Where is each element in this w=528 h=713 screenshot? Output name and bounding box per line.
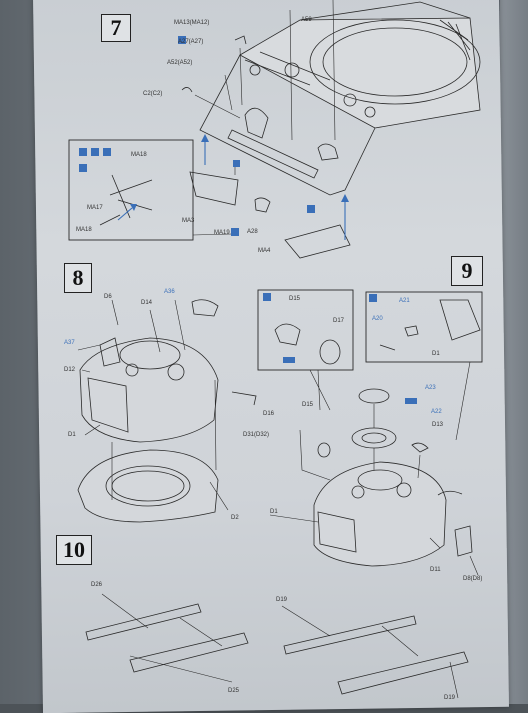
part-label: MA17 [87,205,103,211]
part-label: D14 [141,300,153,306]
cement-icon [263,293,271,301]
part-label: A23 [425,385,436,391]
part-label: A27(A27) [178,39,204,45]
part-label: D31(D32) [243,432,270,438]
step7-detail-box [68,139,194,241]
part-label: MA18 [76,227,92,233]
part-label: D15 [289,296,301,302]
part-label: D15 [302,402,314,408]
part-label: MA3 [182,218,195,224]
blue-arrows [117,134,349,240]
part-label: MA18 [131,152,147,158]
part-label: D2 [231,515,239,521]
paint-icon [283,357,295,363]
step9-detail-box-left [257,289,354,371]
part-label: D19 [276,597,288,603]
part-label: D1 [68,432,76,438]
part-label: D1 [432,351,440,357]
step-number-9: 9 [451,256,483,286]
part-label: MA13(MA12) [174,20,210,26]
part-label: A59 [301,17,312,23]
cement-icon [233,160,240,167]
paint-icon [178,36,186,44]
cement-icon [307,205,315,213]
step-number-8: 8 [64,263,92,293]
paint-icon [103,148,111,156]
part-label: A28 [247,229,258,235]
part-label: A22 [431,409,442,415]
paint-icon [79,148,87,156]
turret-drawing-step8 [79,299,257,443]
paint-icon [79,164,87,172]
part-label: D25 [228,688,240,694]
part-label: D12 [64,367,76,373]
step-number-7: 7 [101,14,131,42]
part-label: A37 [64,340,75,346]
rail-parts-step10 [85,603,469,695]
part-label: D11 [430,567,441,573]
paint-icon [91,148,99,156]
part-label: D26 [91,582,103,588]
step7-detail-parts [99,174,153,226]
step10-leader-lines [101,593,459,699]
step9-leader-lines [269,404,479,576]
part-label: D17 [333,318,345,324]
paint-icon [231,228,239,236]
step8-leader-lines [77,299,229,511]
part-label: A21 [399,298,410,304]
part-label: D1 [270,509,278,515]
part-label: D13 [432,422,444,428]
step-number-10: 10 [56,535,92,565]
part-label: MA4 [258,248,271,254]
hull-deck-drawing [199,1,481,196]
paint-icons [79,36,417,404]
step9-detail-box-right [365,291,483,363]
part-label: A36 [164,289,175,295]
step9-detail-parts [274,299,481,365]
turret-ring-step8 [77,449,219,523]
part-label: A52(A52) [167,60,193,66]
exhaust-parts [181,35,351,259]
part-label: D16 [263,411,275,417]
part-label: D19 [444,695,456,701]
turret-drawing-step9 [313,388,473,567]
part-label: C2(C2) [143,91,163,97]
part-label: MA19 [214,230,230,236]
part-label: D8(D8) [463,576,483,582]
part-label: D6 [104,294,112,300]
part-label: A20 [372,316,383,322]
cement-icon [369,294,377,302]
paint-icon [405,398,417,404]
